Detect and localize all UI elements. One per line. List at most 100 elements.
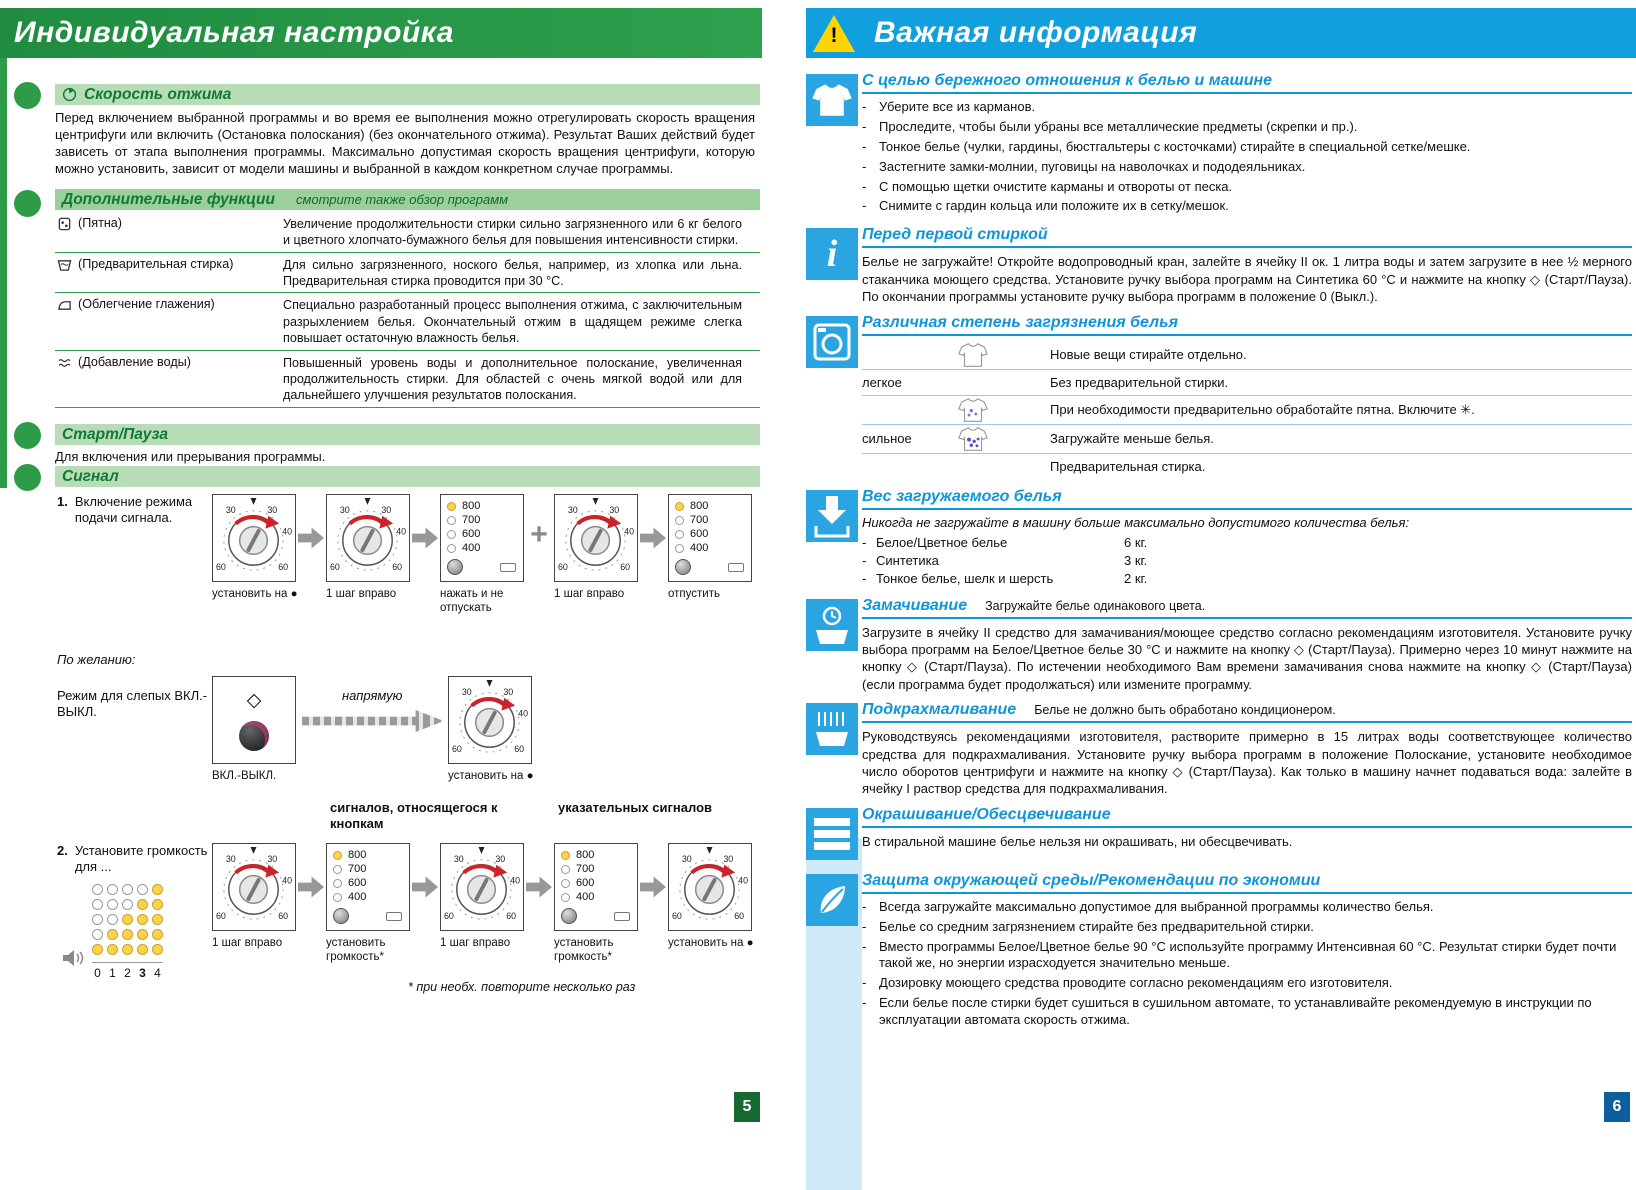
program-dial: 30 30 40 60 60 <box>558 497 634 572</box>
row-text: Увеличение продолжительности стирки силь… <box>283 217 742 248</box>
led-display: 800 700 600 400 <box>441 495 523 581</box>
section-signal-header: Сигнал <box>55 466 760 487</box>
station-caption: нажать и не отпускать <box>440 588 504 614</box>
svg-text:60: 60 <box>514 744 524 754</box>
svg-text:60: 60 <box>278 562 288 572</box>
section-body: В стиральной машине белье нельзя ни окра… <box>862 833 1293 849</box>
info-icon: i <box>806 228 858 281</box>
section-body: Белье не загружайте! Откройте водопровод… <box>862 254 1632 305</box>
svg-text:60: 60 <box>278 911 288 921</box>
station-caption: 1 шаг вправо <box>440 937 511 949</box>
volume-dot <box>107 929 118 940</box>
svg-text:60: 60 <box>672 911 682 921</box>
volume-dot <box>107 914 118 925</box>
station: 800 700 600 400 отпустить <box>668 494 752 602</box>
leaf-icon <box>806 873 858 926</box>
volume-tick: 2 <box>124 966 131 980</box>
led-display: 800 700 600 400 <box>669 495 751 581</box>
table-row: При необходимости предварительно обработ… <box>862 396 1632 425</box>
led-lamp <box>333 878 342 888</box>
volume-scale: 0 1 2 3 4 <box>92 962 163 980</box>
load-arrow-icon <box>806 489 858 542</box>
extra-functions-table: (Пятна) Увеличение продолжительности сти… <box>55 212 760 408</box>
row-text: Специально разработанный процесс выполне… <box>283 298 742 346</box>
start-pause-button-box: ◇ <box>212 676 296 764</box>
bullet-item: -Тонкое белье (чулки, гардины, бюстгальт… <box>862 138 1471 154</box>
arrow-right-icon <box>298 527 324 549</box>
program-dial: 30 30 40 60 60 <box>216 846 292 921</box>
volume-dot <box>107 899 118 910</box>
svg-text:30: 30 <box>340 505 350 515</box>
right-page-body: С целью бережного отношения к белью и ма… <box>806 72 1636 1040</box>
svg-text:30: 30 <box>682 854 692 864</box>
led-value: 400 <box>576 891 595 903</box>
led-lamp <box>333 892 342 902</box>
led-value: 800 <box>690 500 709 512</box>
svg-text:30: 30 <box>462 687 472 697</box>
volume-dot <box>122 899 133 910</box>
led-lamp <box>333 864 342 874</box>
soiling-table: Новые вещи стирайте отдельно. легкое Без… <box>862 341 1632 480</box>
svg-text:60: 60 <box>444 911 454 921</box>
section-spin-speed-header: Скорость отжима <box>55 84 760 105</box>
blind-mode-label: Режим для слепых ВКЛ.-ВЫКЛ. <box>57 688 209 721</box>
program-dial: 30 30 40 60 60 <box>452 679 528 754</box>
dye-icon <box>806 807 858 860</box>
svg-text:30: 30 <box>495 854 505 864</box>
led-value: 400 <box>690 542 709 554</box>
detergent-tray-icon <box>728 562 744 572</box>
led-lamp <box>447 515 456 525</box>
section-soak: Замачивание Загружайте белье одинакового… <box>806 597 1636 694</box>
section-body: Руководствуясь рекомендациями изготовите… <box>862 729 1632 797</box>
station-caption: установить громкость* <box>326 937 386 963</box>
volume-dot <box>92 914 103 925</box>
led-value: 800 <box>576 849 595 861</box>
arrow-right-icon <box>298 876 324 898</box>
led-value: 800 <box>348 849 367 861</box>
bullet-item: -Если белье после стирки будет сушиться … <box>862 995 1592 1028</box>
optional-label: По желанию: <box>57 652 136 667</box>
left-page: Индивидуальная настройка Скорость отжима… <box>0 0 762 1190</box>
svg-text:40: 40 <box>396 527 406 537</box>
volume-dot <box>107 884 118 895</box>
section-title: Скорость отжима <box>84 85 232 103</box>
svg-text:30: 30 <box>267 854 277 864</box>
led-value: 400 <box>348 891 367 903</box>
table-row: Предварительная стирка. <box>1050 459 1206 475</box>
small-knob <box>333 908 349 924</box>
led-lamp <box>447 501 456 511</box>
step-text: Режим для слепых ВКЛ.-ВЫКЛ. <box>57 688 208 720</box>
left-page-header: Индивидуальная настройка <box>0 8 762 58</box>
station: 800 700 600 400 нажать и не отпускать <box>440 494 524 616</box>
station: 30 30 40 60 60 установить на ● <box>212 494 298 602</box>
program-dial: 30 30 40 60 60 <box>444 846 520 921</box>
led-box: 800 700 600 400 <box>440 494 524 582</box>
bullet-item: -Застегните замки-молнии, пуговицы на на… <box>862 158 1306 174</box>
station-caption: 1 шаг вправо <box>326 588 397 600</box>
table-row: Новые вещи стирайте отдельно. <box>862 341 1632 370</box>
section-subtitle: смотрите также обзор программ <box>295 192 509 207</box>
led-display: 800 700 600 400 <box>327 844 409 930</box>
start-pause-symbol: ◇ <box>246 690 262 711</box>
section-subtitle: Белье не должно быть обработано кондицио… <box>1034 703 1336 718</box>
page-number-right: 6 <box>1604 1092 1630 1122</box>
step-number: 1. <box>57 494 68 509</box>
station-caption: 1 шаг вправо <box>212 937 283 949</box>
svg-text:30: 30 <box>226 505 236 515</box>
section-subtitle: Загружайте белье одинакового цвета. <box>985 598 1206 613</box>
led-lamp <box>675 529 684 539</box>
station: 30 30 40 60 60 установить на ● <box>668 843 754 951</box>
section-body: Загрузите в ячейку II средство для замач… <box>862 624 1632 692</box>
volume-dot <box>122 914 133 925</box>
step-number: 2. <box>57 843 68 858</box>
station: 30 30 40 60 60 1 шаг вправо <box>326 494 410 602</box>
volume-dot <box>92 944 103 955</box>
station: 30 30 40 60 60 1 шаг вправо <box>212 843 296 951</box>
svg-text:30: 30 <box>609 505 619 515</box>
washer-icon <box>806 315 858 368</box>
led-lamp <box>675 515 684 525</box>
led-value: 700 <box>690 514 709 526</box>
bullet-item: -Всегда загружайте максимально допустимо… <box>862 898 1434 914</box>
svg-text:60: 60 <box>392 562 402 572</box>
signal-step2-label: 2. Установите громкость для ... <box>57 843 209 876</box>
